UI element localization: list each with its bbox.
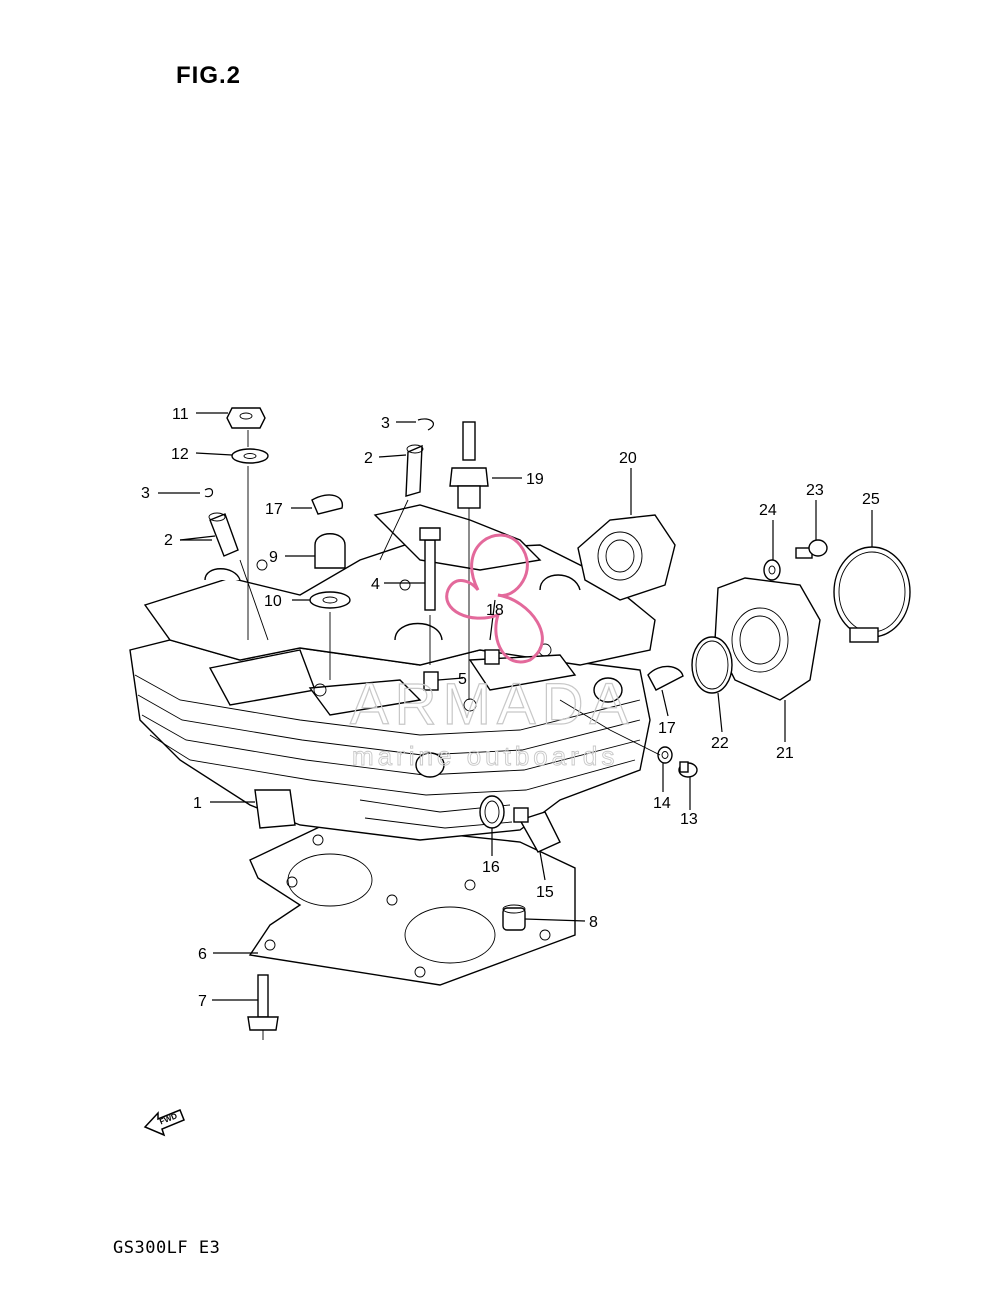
callout-15: 15 — [536, 884, 554, 901]
callout-7: 7 — [198, 993, 207, 1010]
washer-10 — [309, 591, 351, 609]
callout-21: 21 — [776, 745, 794, 762]
callout-2-left: 2 — [164, 532, 173, 549]
stud-bolt-4 — [419, 527, 441, 611]
callout-14: 14 — [653, 795, 671, 812]
callout-6: 6 — [198, 946, 207, 963]
callout-10: 10 — [264, 593, 282, 610]
callout-16: 16 — [482, 859, 500, 876]
leader-lines — [158, 412, 873, 1040]
screw-23 — [795, 539, 828, 559]
intake-pipe-21 — [714, 577, 821, 701]
bolt-7 — [247, 974, 279, 1031]
callout-12: 12 — [171, 446, 189, 463]
model-code: GS300LF E3 — [113, 1238, 221, 1258]
clip-3-top — [417, 418, 434, 431]
washer-24 — [763, 559, 781, 581]
figure-title: FIG.2 — [176, 62, 242, 89]
callout-25: 25 — [862, 491, 880, 508]
callout-2-top: 2 — [364, 450, 373, 467]
washer-12 — [231, 448, 269, 464]
clip-3-left — [204, 488, 214, 498]
screw-13 — [678, 761, 698, 778]
callout-1: 1 — [193, 795, 202, 812]
callout-11: 11 — [172, 406, 189, 423]
callout-9: 9 — [269, 549, 278, 566]
intake-pipe-20 — [577, 514, 676, 601]
callout-17-left: 17 — [265, 501, 283, 518]
callout-3-top: 3 — [381, 415, 390, 432]
callout-13: 13 — [680, 811, 698, 828]
key-17-left — [311, 494, 344, 515]
callout-24: 24 — [759, 502, 777, 519]
fwd-arrow-icon: FWD — [143, 1109, 185, 1137]
head-gasket — [248, 821, 576, 986]
washer-14 — [657, 746, 673, 764]
callout-19: 19 — [526, 471, 544, 488]
callout-20: 20 — [619, 450, 637, 467]
callout-4: 4 — [371, 576, 380, 593]
o-ring-22 — [691, 636, 733, 694]
callout-3-left: 3 — [141, 485, 150, 502]
clamp-25 — [833, 546, 911, 643]
dowel-8 — [502, 904, 526, 931]
watermark: ARMADA marine outboards — [349, 533, 634, 771]
cap-nut-9 — [314, 533, 346, 569]
o-ring-16 — [479, 795, 505, 829]
valve-guide-2-left — [208, 512, 239, 557]
key-17-right — [647, 665, 684, 691]
plug-15 — [513, 807, 561, 853]
callout-8: 8 — [589, 914, 598, 931]
callout-5: 5 — [458, 671, 467, 688]
watermark-tagline: marine outboards — [352, 741, 618, 771]
watermark-brand: ARMADA — [350, 672, 634, 737]
callout-23: 23 — [806, 482, 824, 499]
callout-17-right: 17 — [658, 720, 676, 737]
callout-22: 22 — [711, 735, 729, 752]
spark-plug-19 — [449, 421, 489, 525]
dowel-5 — [423, 671, 439, 691]
cap-nut-11 — [226, 407, 266, 429]
valve-guide-2-top — [405, 444, 424, 497]
callout-18: 18 — [486, 602, 504, 619]
callout-labels: 1 2 2 3 3 4 5 6 7 8 9 10 11 12 13 14 15 … — [141, 406, 880, 1010]
